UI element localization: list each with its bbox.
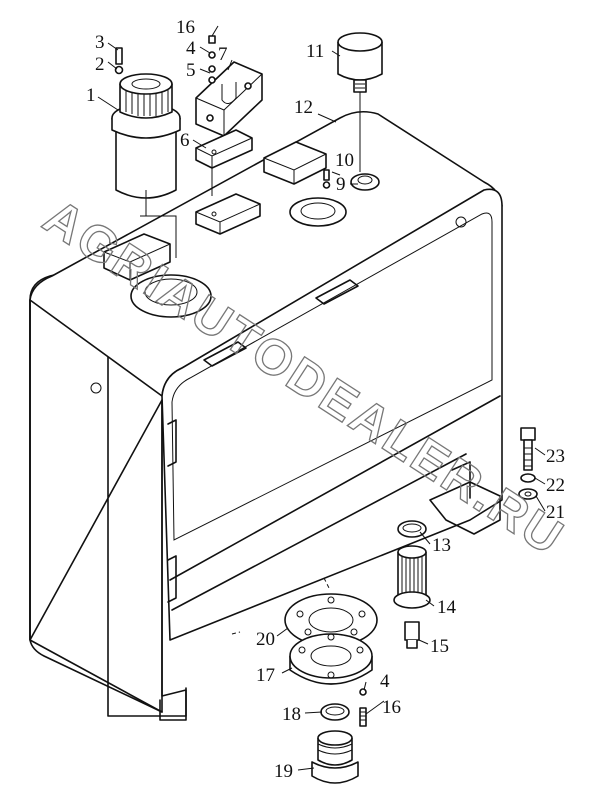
bolt-part-16-bottom [359,688,367,727]
clamp-pad-part-6 [195,129,261,235]
flange-part-17 [289,633,373,685]
callout-11: 11 [306,41,324,62]
bolt-part-23 [520,427,536,471]
callout-23: 23 [546,446,565,467]
o-ring-part-13 [397,520,427,538]
callout-16-top: 16 [176,17,195,38]
drain-plug-part-19 [311,730,359,784]
screw-part-10 [322,169,331,189]
callout-17: 17 [256,665,275,686]
callout-3: 3 [95,32,105,53]
callout-14: 14 [437,597,457,618]
callout-21: 21 [546,502,565,523]
mount-pad [263,141,327,185]
breather-filter-part-1 [111,73,181,258]
callout-4-top: 4 [186,38,196,59]
callout-19: 19 [274,761,293,782]
callout-2: 2 [95,54,105,75]
callout-1: 1 [86,85,96,106]
callout-7: 7 [218,44,228,65]
screw-part-3 [114,47,124,75]
leader-lines [97,25,546,771]
callout-18: 18 [282,704,301,725]
filler-neck-flange [130,274,212,318]
callout-4-bottom: 4 [380,671,390,692]
washer-part-21 [518,488,538,500]
callout-12: 12 [294,97,313,118]
seal-part-9 [350,173,380,191]
cap-part-11 [337,32,383,172]
callout-22: 22 [546,475,565,496]
filler-pad [103,233,171,281]
callout-15: 15 [430,636,449,657]
strainer-part-14 [393,545,431,609]
bolt-part-16-top [208,35,216,84]
top-port-flange [289,197,347,227]
bracket-part-7 [195,61,263,137]
callout-6: 6 [180,130,190,151]
dash-leader-bottom [231,577,331,635]
callout-9: 9 [336,174,346,195]
callout-13: 13 [432,535,451,556]
callout-16-bottom: 16 [382,697,401,718]
spring-washer-part-22 [520,473,536,483]
callout-5: 5 [186,60,196,81]
callout-10: 10 [335,150,354,171]
o-ring-part-18 [320,703,350,721]
callout-20: 20 [256,629,275,650]
adapter-part-15 [404,621,420,649]
